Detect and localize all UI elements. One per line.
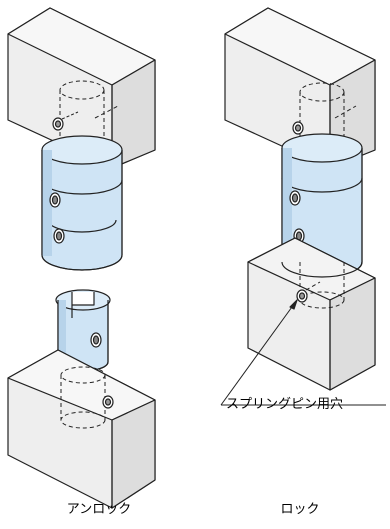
right-bottom-block	[247, 237, 376, 391]
left-lower-key	[55, 289, 111, 372]
spring-pin-leader	[220, 299, 386, 406]
lock-caption: ロック	[280, 502, 320, 517]
unlock-caption: アンロック	[66, 502, 132, 517]
left-upper-coupling	[41, 135, 123, 271]
left-bottom-block	[7, 349, 156, 509]
left-top-block	[7, 7, 156, 169]
spring-pin-hole-label: スプリングピン用穴	[226, 397, 344, 412]
